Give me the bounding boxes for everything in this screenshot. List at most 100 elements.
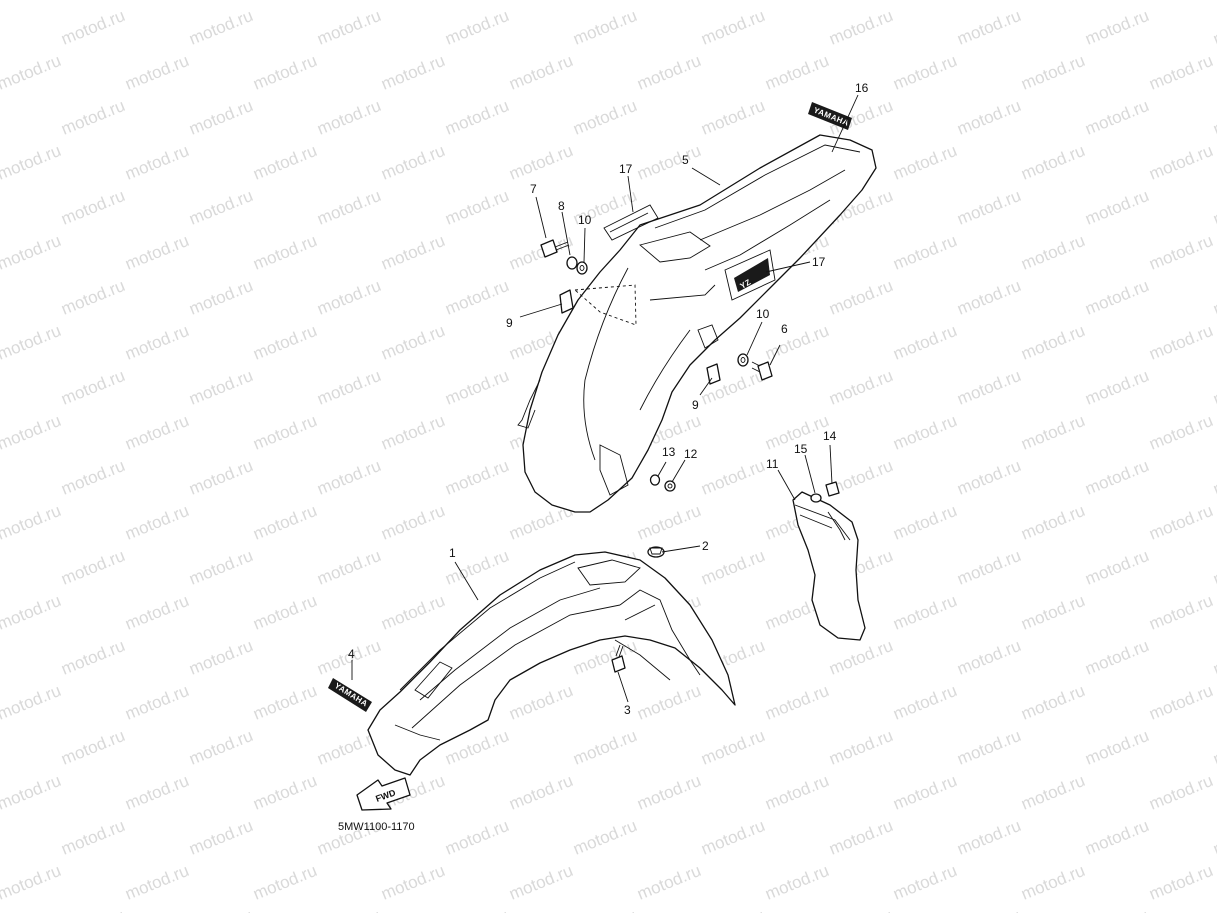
watermark-text: motod.ru (442, 816, 511, 859)
watermark-text: motod.ru (890, 591, 959, 634)
watermark-text: motod.ru (954, 906, 1023, 913)
nut-2 (647, 546, 665, 558)
watermark-text: motod.ru (506, 51, 575, 94)
leader-lines (351, 94, 859, 703)
watermark-text: motod.ru (762, 681, 831, 724)
watermark-text: motod.ru (122, 321, 191, 364)
washer-15 (810, 493, 822, 503)
watermark-text: motod.ru (1210, 186, 1217, 229)
callout-17-lower: 17 (812, 255, 826, 269)
watermark-text: motod.ru (826, 276, 895, 319)
watermark-text: motod.ru (1146, 501, 1215, 544)
watermark-text: motod.ru (890, 771, 959, 814)
watermark-text: motod.ru (314, 906, 383, 913)
watermark-text: motod.ru (250, 501, 319, 544)
watermark-text: motod.ru (1018, 0, 1087, 4)
watermark-text: motod.ru (442, 96, 511, 139)
callout-11: 11 (766, 457, 779, 471)
diagram-code: 5MW1100-1170 (338, 821, 415, 833)
watermark-text: motod.ru (890, 231, 959, 274)
watermark-text: motod.ru (698, 816, 767, 859)
watermark-text: motod.ru (58, 906, 127, 913)
watermark-text: motod.ru (1018, 231, 1087, 274)
watermark-text: motod.ru (826, 726, 895, 769)
watermark-text: motod.ru (186, 456, 255, 499)
callout-12: 12 (684, 447, 698, 461)
watermark-text: motod.ru (954, 6, 1023, 49)
watermark-text: motod.ru (122, 861, 191, 904)
watermark-text: motod.ru (1210, 6, 1217, 49)
watermark-text: motod.ru (314, 456, 383, 499)
watermark-text: motod.ru (0, 861, 64, 904)
watermark-text: motod.ru (186, 186, 255, 229)
watermark-text: motod.ru (890, 321, 959, 364)
watermark-text: motod.ru (1018, 771, 1087, 814)
watermark-text: motod.ru (1210, 546, 1217, 589)
watermark-text: motod.ru (1146, 0, 1215, 4)
watermark-text: motod.ru (186, 276, 255, 319)
watermark-text: motod.ru (954, 366, 1023, 409)
watermark-text: motod.ru (762, 771, 831, 814)
watermark-text: motod.ru (634, 51, 703, 94)
watermark-text: motod.ru (1082, 636, 1151, 679)
watermark-text: motod.ru (122, 771, 191, 814)
watermark-text: motod.ru (1210, 276, 1217, 319)
clip-nut-9-lower (706, 363, 721, 385)
watermark-text: motod.ru (58, 186, 127, 229)
watermark-text: motod.ru (1210, 366, 1217, 409)
watermark-text: motod.ru (0, 231, 64, 274)
watermark-text: motod.ru (442, 366, 511, 409)
watermark-text: motod.ru (0, 501, 64, 544)
rear-fender-label-decal (603, 204, 659, 241)
watermark-text: motod.ru (954, 816, 1023, 859)
watermark-text: motod.ru (762, 51, 831, 94)
watermark-text: motod.ru (634, 0, 703, 4)
watermark-text: motod.ru (954, 456, 1023, 499)
callout-10-upper: 10 (578, 213, 592, 227)
watermark-text: motod.ru (0, 321, 64, 364)
watermark-text: motod.ru (698, 456, 767, 499)
watermark-text: motod.ru (442, 186, 511, 229)
watermark-text: motod.ru (250, 411, 319, 454)
watermark-text: motod.ru (1146, 231, 1215, 274)
watermark-text: motod.ru (186, 726, 255, 769)
watermark-text: motod.ru (250, 591, 319, 634)
watermark-text: motod.ru (698, 96, 767, 139)
watermark-text: motod.ru (1082, 456, 1151, 499)
watermark-text: motod.ru (186, 816, 255, 859)
watermark-text: motod.ru (378, 861, 447, 904)
watermark-text: motod.ru (378, 141, 447, 184)
watermark-text: motod.ru (122, 501, 191, 544)
yamaha-decal-front-text: YAMAHA (333, 681, 369, 708)
watermark-text: motod.ru (570, 6, 639, 49)
watermark-text: motod.ru (1146, 771, 1215, 814)
watermark-text: motod.ru (634, 681, 703, 724)
watermark-text: motod.ru (250, 231, 319, 274)
screw-13 (649, 474, 661, 486)
watermark-text: motod.ru (570, 96, 639, 139)
callout-10-lower: 10 (756, 307, 770, 321)
watermark-text: motod.ru (890, 501, 959, 544)
watermark-text: motod.ru (826, 816, 895, 859)
watermark-text: motod.ru (1018, 681, 1087, 724)
watermark-text: motod.ru (1082, 546, 1151, 589)
watermark-text: motod.ru (570, 906, 639, 913)
collar-10-upper (576, 261, 588, 275)
watermark-text: motod.ru (1018, 591, 1087, 634)
watermark-text: motod.ru (634, 501, 703, 544)
watermark-text: motod.ru (506, 861, 575, 904)
watermark-text: motod.ru (1146, 141, 1215, 184)
watermark-text: motod.ru (698, 6, 767, 49)
watermark-text: motod.ru (442, 456, 511, 499)
mud-flap (792, 481, 866, 641)
watermark-text: motod.ru (58, 456, 127, 499)
watermark-text: motod.ru (122, 141, 191, 184)
watermark-text: motod.ru (314, 6, 383, 49)
watermark-text: motod.ru (1146, 51, 1215, 94)
watermark-text: motod.ru (1082, 366, 1151, 409)
watermark-text: motod.ru (378, 321, 447, 364)
watermark-text: motod.ru (250, 861, 319, 904)
watermark-text: motod.ru (378, 231, 447, 274)
watermark-text: motod.ru (954, 546, 1023, 589)
